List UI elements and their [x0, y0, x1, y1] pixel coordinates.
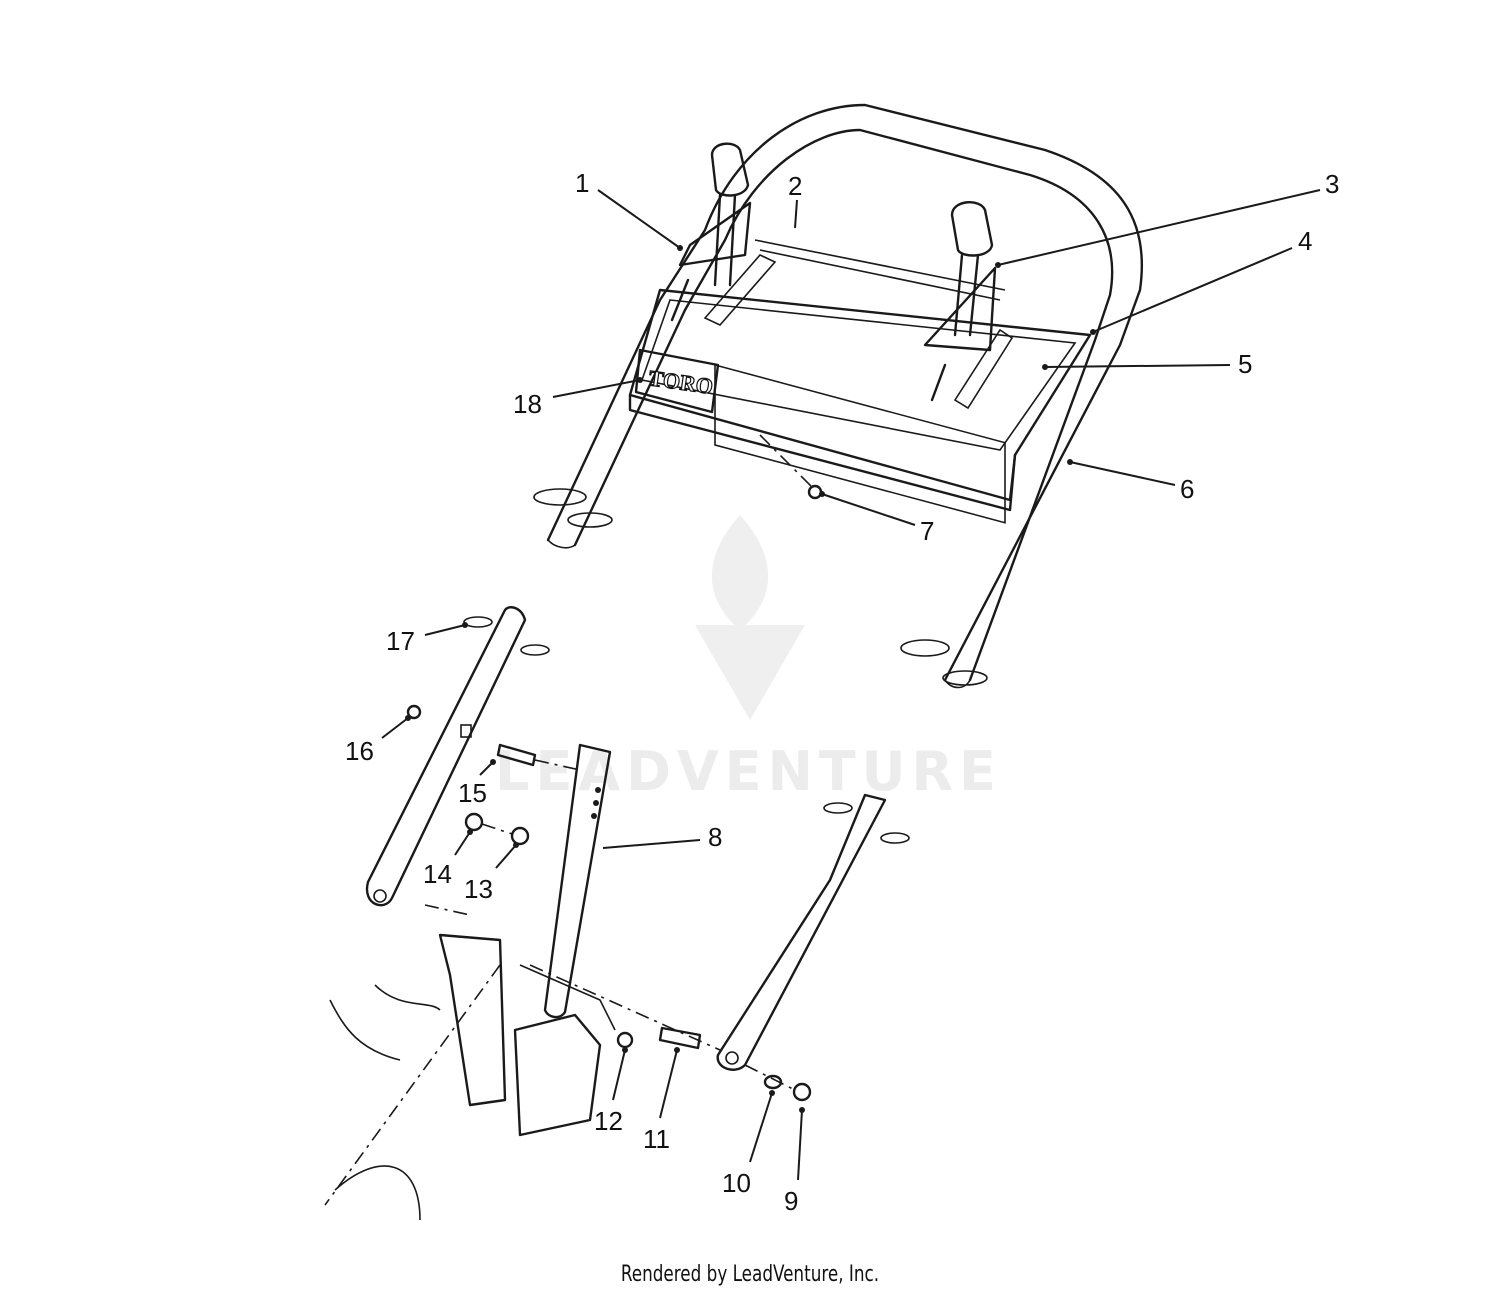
watermark-flame-icon	[711, 515, 769, 630]
nut-16	[406, 704, 422, 720]
watermark: LEADVENTURE	[495, 515, 1002, 803]
callout-3: 3	[1325, 169, 1339, 199]
lower-left-handle	[365, 606, 550, 907]
callout-10: 10	[722, 1168, 751, 1198]
washer-13	[510, 826, 530, 846]
callout-18: 18	[513, 389, 542, 419]
left-shift-lever	[670, 142, 777, 326]
watermark-v-icon	[695, 625, 805, 720]
nut-12	[616, 1031, 634, 1049]
callout-1: 1	[575, 168, 589, 198]
leader-lines	[381, 189, 1321, 1181]
lower-right-handle	[716, 793, 910, 1071]
bolt-14	[464, 812, 484, 832]
callout-9: 9	[784, 1186, 798, 1216]
callout-16: 16	[345, 736, 374, 766]
washer-10	[763, 1074, 783, 1090]
credit-text: Rendered by LeadVenture, Inc.	[620, 1262, 880, 1287]
mounting-bracket	[329, 933, 616, 1221]
bolt-15	[496, 743, 581, 771]
watermark-text: LEADVENTURE	[495, 740, 1002, 803]
toro-brand-label: TORO	[647, 365, 714, 399]
right-shift-lever	[923, 201, 1014, 410]
nut-7	[807, 484, 823, 500]
callouts: 1 2 3 4 5 6 7 8 9 10 11 12 13 14 15 16 1…	[345, 168, 1339, 1216]
callout-8: 8	[708, 822, 722, 852]
callout-11: 11	[643, 1124, 670, 1154]
callout-6: 6	[1180, 474, 1194, 504]
callout-5: 5	[1238, 349, 1252, 379]
callout-13: 13	[464, 874, 493, 904]
lever-8	[543, 743, 612, 1019]
upper-handle-clips	[533, 488, 988, 686]
toro-plate: TORO	[634, 348, 720, 414]
callout-7: 7	[920, 516, 934, 546]
callout-12: 12	[594, 1106, 623, 1136]
callout-15: 15	[458, 778, 487, 808]
nut-9	[792, 1082, 812, 1102]
callout-17: 17	[386, 626, 415, 656]
callout-14: 14	[423, 859, 452, 889]
callout-4: 4	[1298, 226, 1312, 256]
bolt-11	[658, 1026, 702, 1050]
callout-2: 2	[788, 171, 802, 201]
